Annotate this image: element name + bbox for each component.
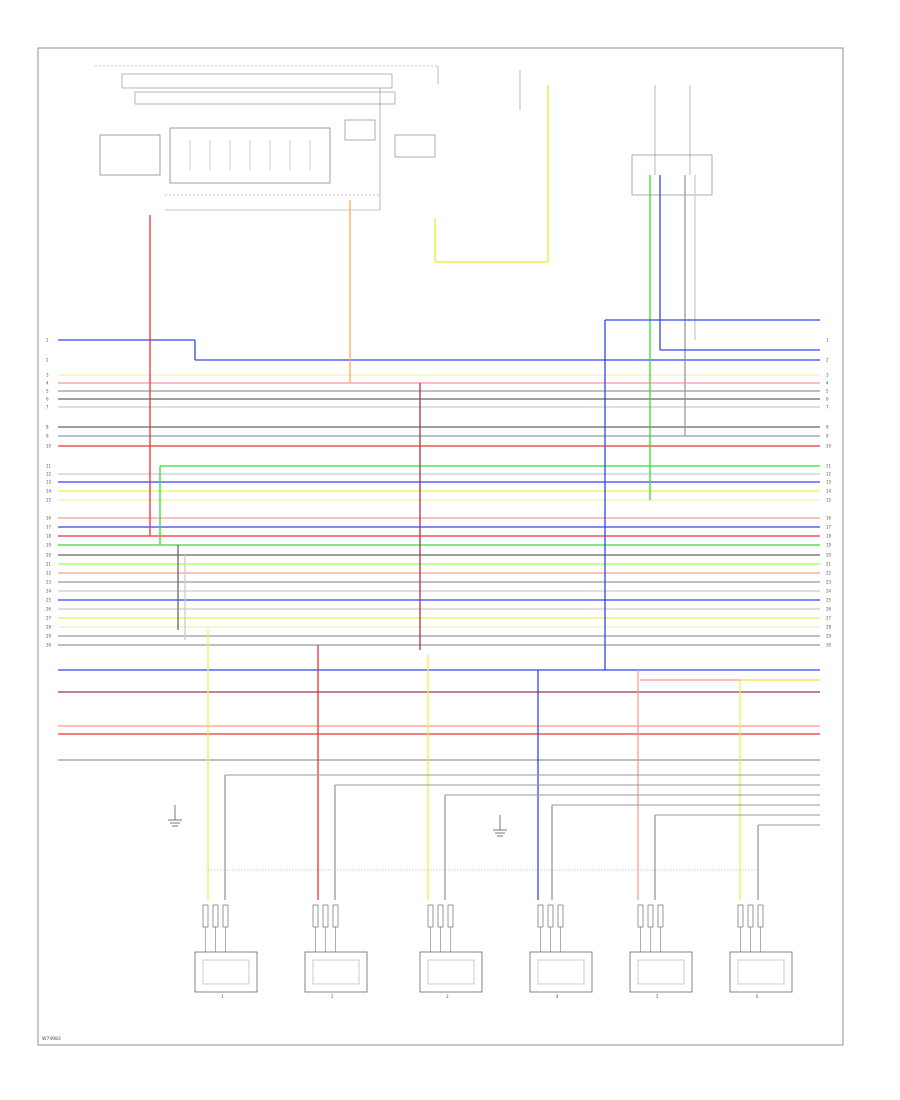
pin-label: 25: [826, 598, 832, 603]
pin-label: 22: [826, 571, 832, 576]
pin-label: 6: [826, 397, 829, 402]
injector-label: 5: [656, 994, 659, 999]
pin-label: 24: [46, 589, 52, 594]
pin-label: 23: [826, 580, 832, 585]
pin-label: 19: [46, 543, 52, 548]
ground-symbol-right: [493, 815, 507, 837]
pin-label: 8: [46, 425, 49, 430]
pin-label: 8: [826, 425, 829, 430]
pin-label: 20: [46, 553, 52, 558]
pin-label: 9: [826, 434, 829, 439]
fuel-injectors: 1 2 3 4 5 6: [194, 904, 793, 999]
pin-label: 27: [46, 616, 52, 621]
pin-label: 5: [46, 389, 49, 394]
pin-label: 2: [826, 358, 829, 363]
pin-label: 30: [826, 643, 832, 648]
ecu-connector-block: [169, 127, 331, 184]
pin-label: 26: [826, 607, 832, 612]
pin-label: 15: [46, 498, 52, 503]
pin-label: 21: [46, 562, 52, 567]
pin-label: 12: [46, 472, 52, 477]
pin-label: 13: [46, 480, 52, 485]
pin-label: 11: [46, 464, 52, 469]
injector: 5: [629, 904, 693, 999]
injector: 2: [304, 904, 368, 999]
injector: 6: [729, 904, 793, 999]
pin-label: 26: [46, 607, 52, 612]
pin-label: 30: [46, 643, 52, 648]
pin-label: 10: [826, 444, 832, 449]
pin-label: 1: [46, 338, 49, 343]
pin-label: 14: [46, 489, 52, 494]
pin-label: 29: [826, 634, 832, 639]
pin-label: 18: [46, 534, 52, 539]
o2-sensor-connector: [631, 154, 713, 196]
pin-label: 27: [826, 616, 832, 621]
pin-label: 10: [46, 444, 52, 449]
pin-label: 16: [46, 516, 52, 521]
injector: 3: [419, 904, 483, 999]
injector: 4: [529, 904, 593, 999]
pin-label: 1: [826, 338, 829, 343]
harness-bus-lines: [58, 339, 820, 761]
pin-label: 19: [826, 543, 832, 548]
pin-label: 25: [46, 598, 52, 603]
pin-label: 7: [826, 405, 829, 410]
pin-label: 2: [46, 358, 49, 363]
pin-label: 23: [46, 580, 52, 585]
pin-label: 4: [46, 381, 49, 386]
pin-label: 14: [826, 489, 832, 494]
pin-label: 29: [46, 634, 52, 639]
connector-pin-labels: 1122334455667788991010111112121313141415…: [46, 338, 832, 648]
injector-label: 4: [556, 994, 559, 999]
pin-label: 7: [46, 405, 49, 410]
pin-label: 22: [46, 571, 52, 576]
harness-vertical-wires: [149, 175, 820, 900]
pin-label: 6: [46, 397, 49, 402]
pin-label: 11: [826, 464, 832, 469]
injector-label: 1: [221, 994, 224, 999]
pin-label: 3: [826, 373, 829, 378]
pin-label: 21: [826, 562, 832, 567]
pin-label: 16: [826, 516, 832, 521]
pin-label: 18: [826, 534, 832, 539]
pin-label: 28: [46, 625, 52, 630]
pin-label: 17: [46, 525, 52, 530]
injector: 1: [194, 904, 258, 999]
injector-label: 6: [756, 994, 759, 999]
pin-label: 15: [826, 498, 832, 503]
pin-label: 5: [826, 389, 829, 394]
pin-label: 12: [826, 472, 832, 477]
pin-label: 13: [826, 480, 832, 485]
ground-symbol-left: [168, 805, 182, 827]
relay-block-top: [95, 65, 439, 211]
pin-label: 20: [826, 553, 832, 558]
pin-label: 9: [46, 434, 49, 439]
top-sensor-harness: [434, 70, 713, 263]
injector-label: 2: [331, 994, 334, 999]
pin-label: 17: [826, 525, 832, 530]
footer-id: W74983: [42, 1036, 61, 1042]
injector-label: 3: [446, 994, 449, 999]
pin-label: 4: [826, 381, 829, 386]
pin-label: 3: [46, 373, 49, 378]
diagram-frame: [37, 47, 844, 1046]
pin-label: 28: [826, 625, 832, 630]
main-relay-box: [99, 134, 161, 176]
pin-label: 24: [826, 589, 832, 594]
